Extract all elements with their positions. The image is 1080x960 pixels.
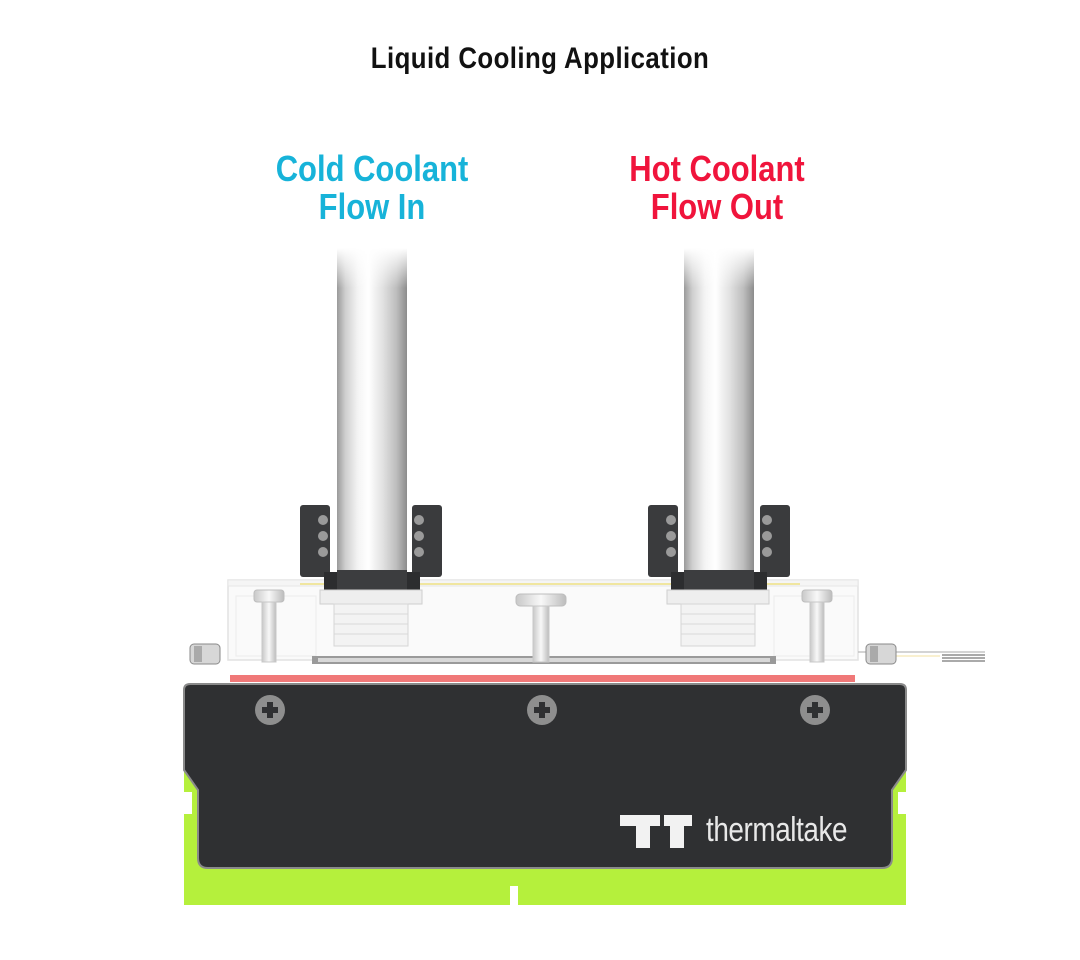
heat-spreader — [183, 683, 907, 869]
outlet-fitting — [648, 505, 790, 647]
inlet-tube — [337, 248, 407, 578]
thermal-pad — [230, 675, 855, 682]
hot-coolant-line1: Hot Coolant — [629, 148, 805, 189]
tt-logo-icon — [620, 815, 692, 848]
outlet-tube — [684, 248, 754, 578]
plus-screw-right — [800, 695, 830, 725]
mounting-screw-center — [515, 593, 567, 663]
standoff-left — [189, 643, 221, 665]
brand-wordmark: thermaltake — [706, 811, 848, 849]
inlet-fitting — [300, 505, 442, 647]
plus-screw-center — [527, 695, 557, 725]
cold-coolant-line1: Cold Coolant — [275, 148, 469, 189]
cold-coolant-label: Cold Coolant Flow In — [243, 150, 501, 226]
standoff-right — [865, 643, 897, 665]
hot-coolant-line2: Flow Out — [650, 186, 784, 227]
cold-coolant-line2: Flow In — [318, 186, 426, 227]
mounting-screw-right — [801, 589, 833, 663]
plus-screw-left — [255, 695, 285, 725]
hot-coolant-label: Hot Coolant Flow Out — [588, 150, 846, 226]
mounting-screw-left — [253, 589, 285, 663]
diagram-title: Liquid Cooling Application — [370, 42, 710, 75]
